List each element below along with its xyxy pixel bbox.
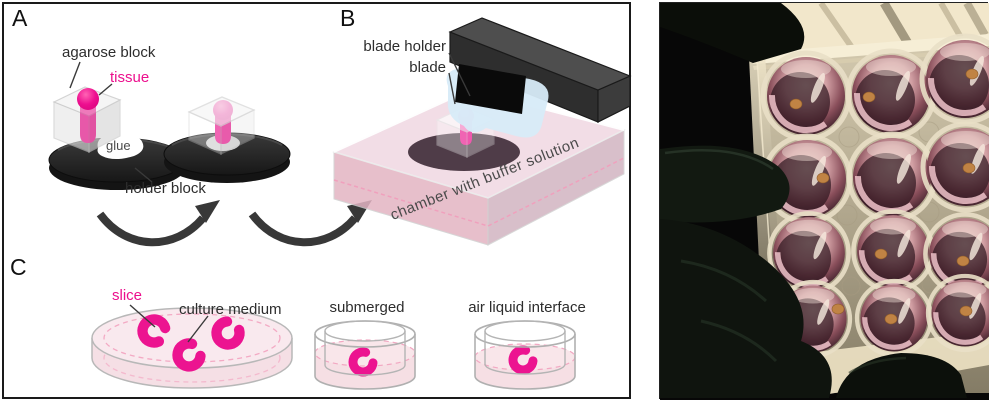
holder-block-disc-2 [163, 132, 291, 183]
well-plate-photo [660, 3, 989, 400]
leader-lines-b [448, 52, 471, 105]
leader-lines-c [129, 304, 209, 343]
panel-letter-b: B [340, 5, 356, 31]
label-blade-holder: blade holder [363, 38, 446, 55]
submerged-holder-disc [408, 133, 520, 171]
schematic-panel: A B C agarose block tissue glue holder b… [2, 2, 632, 399]
label-air-liquid-interface: air liquid interface [468, 299, 586, 316]
submerged-dish [314, 320, 416, 390]
petri-dish [91, 307, 293, 389]
label-tissue: tissue [110, 69, 150, 86]
label-submerged: submerged [329, 299, 405, 316]
workflow-arrow-1 [96, 200, 220, 247]
workflow-arrow-2 [248, 200, 372, 247]
leader-lines-a [69, 61, 153, 183]
schematic-drawing [48, 17, 632, 390]
panel-letter-a: A [12, 5, 28, 31]
tissue-slices-in-wells [789, 68, 979, 325]
label-agarose-block: agarose block [62, 44, 156, 61]
gloved-hand [660, 3, 967, 398]
label-culture-medium: culture medium [179, 301, 282, 318]
photo-panel [659, 2, 989, 400]
panel-letter-c: C [10, 254, 27, 280]
label-blade: blade [409, 59, 446, 76]
agarose-block-2 [187, 96, 256, 156]
agarose-block-1 [52, 86, 122, 153]
air-liquid-interface-dish [474, 320, 576, 390]
label-glue: glue [106, 138, 131, 153]
vibratome-blade [455, 64, 526, 114]
label-slice: slice [112, 287, 143, 304]
label-holder-block: holder block [125, 180, 206, 197]
tissue-dome [77, 88, 99, 110]
